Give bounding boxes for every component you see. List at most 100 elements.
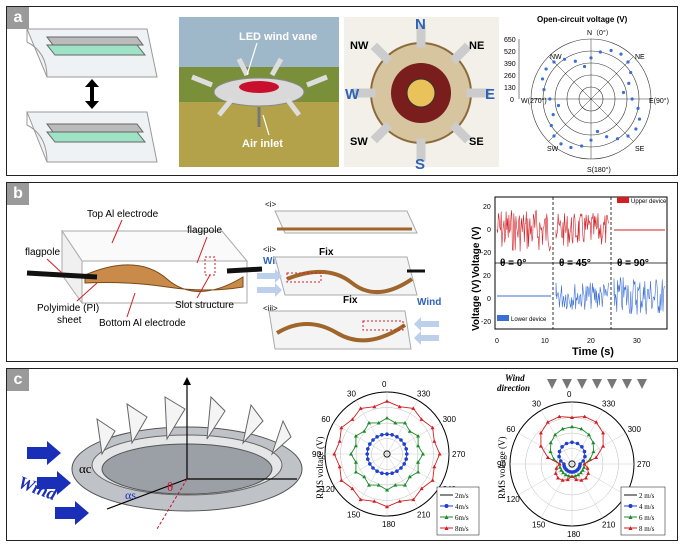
theta-45: θ = 45° xyxy=(559,258,591,269)
panel-label: b xyxy=(7,183,29,205)
polar-point xyxy=(350,417,355,421)
polar-point xyxy=(578,462,582,466)
fix-label-ii: Fix xyxy=(319,247,334,258)
state-i-label: <i> xyxy=(265,200,276,209)
polar-point xyxy=(591,449,596,454)
bottom-electrode-label: Bottom Al electrode xyxy=(99,318,186,329)
ocv-point xyxy=(556,103,561,108)
upper-trace-45 xyxy=(555,212,609,247)
legend-lower: Lower device xyxy=(511,317,547,323)
polar-point xyxy=(556,476,560,480)
polar-point xyxy=(393,483,398,487)
polar-point xyxy=(385,488,389,492)
polar-point xyxy=(353,443,358,448)
upper-trace-0 xyxy=(496,209,552,252)
polar-point xyxy=(403,420,407,425)
ocv-dir-s: S(180°) xyxy=(587,166,611,174)
legend-item: 8 m/s xyxy=(639,525,655,533)
polar-grid-spoke xyxy=(571,410,604,465)
polar-point xyxy=(557,414,562,419)
polar-point xyxy=(557,454,561,459)
device-sketch-top xyxy=(26,28,158,78)
ytick: 0 xyxy=(487,296,491,303)
polar-point xyxy=(581,459,585,463)
polar-point xyxy=(564,441,569,446)
polar-angle-label: 60 xyxy=(506,425,515,434)
field-photo xyxy=(179,17,339,167)
polar-point xyxy=(350,486,355,491)
ocv-point xyxy=(589,56,593,60)
legend-item: 4m/s xyxy=(455,503,469,511)
polar-angle-label: 210 xyxy=(602,521,616,530)
panel-b: b Top Al electrode flagpole flagpole Pol… xyxy=(6,182,678,362)
polar-point xyxy=(407,429,412,433)
polar-point xyxy=(557,449,562,454)
flag-device-sketch xyxy=(26,229,263,305)
polar-point xyxy=(411,497,416,502)
ocv-point xyxy=(621,90,626,95)
polar-point xyxy=(576,472,581,477)
polar-point xyxy=(339,425,344,430)
polar-point xyxy=(591,440,596,445)
polar-point xyxy=(367,420,371,425)
panel-c-figure: Wind αc αs θ RMS voltage (V) 03060901201… xyxy=(16,373,666,539)
polar-point xyxy=(557,462,562,466)
polar-point xyxy=(432,439,437,443)
polar-angle-label: 0 xyxy=(567,390,572,399)
ocv-point xyxy=(634,127,638,131)
polar-point xyxy=(437,452,442,456)
ocv-point xyxy=(637,117,642,121)
polar-point xyxy=(353,460,358,464)
wind-dir-label-1: Wind xyxy=(505,373,525,383)
polar-angle-label: 300 xyxy=(443,415,457,424)
polar-point xyxy=(582,414,587,419)
ocv-point xyxy=(551,113,555,117)
polar-point xyxy=(570,474,574,478)
polar-point xyxy=(559,468,564,472)
polar-point xyxy=(579,478,584,482)
ocv-grid-spoke xyxy=(548,56,592,100)
state-ii-sketch xyxy=(257,256,425,297)
ocv-point xyxy=(615,137,620,141)
xtick: 10 xyxy=(541,338,549,345)
polar-point xyxy=(353,434,358,438)
polar-point xyxy=(367,483,371,487)
polar-point xyxy=(548,449,553,454)
polar-point xyxy=(385,472,389,476)
polar-angle-label: 120 xyxy=(506,495,520,504)
polar-angle-label: 0 xyxy=(382,380,387,389)
polar-grid-spoke xyxy=(571,463,626,496)
polar-point xyxy=(560,426,565,431)
polar-angle-label: 270 xyxy=(637,460,651,469)
polar-point xyxy=(372,499,377,503)
polar-point xyxy=(337,464,342,469)
wind-dir-label-2: direction xyxy=(497,383,530,393)
polar-point xyxy=(397,404,402,409)
polar-point xyxy=(430,425,435,430)
ocv-point xyxy=(605,135,609,139)
polar-point xyxy=(402,462,407,466)
ocv-point xyxy=(626,60,630,64)
polar-point xyxy=(372,404,377,409)
polar-point xyxy=(601,444,606,448)
legend-item: 8m/s xyxy=(455,525,469,533)
polar-angle-label: 270 xyxy=(452,450,466,459)
polar-point xyxy=(380,433,384,437)
compass-se: SE xyxy=(469,136,484,148)
polar-angle-label: 30 xyxy=(347,389,356,398)
ocv-dir-n: N（0°） xyxy=(587,29,613,37)
state-iii-sketch xyxy=(268,310,439,350)
ocv-point xyxy=(540,77,545,81)
polar-point xyxy=(395,435,399,439)
polar-grid-spoke xyxy=(540,463,573,518)
polar-angle-label: 60 xyxy=(321,415,330,424)
polar-point xyxy=(390,471,394,475)
polar-series-line xyxy=(383,450,391,458)
polar-point xyxy=(371,466,375,470)
ytick: -20 xyxy=(481,319,491,326)
ocv-rtick: 390 xyxy=(504,61,516,68)
ocv-point xyxy=(573,59,577,63)
polar-point xyxy=(578,470,583,475)
pi-label-2: sheet xyxy=(57,315,82,326)
polar-point xyxy=(376,483,381,487)
